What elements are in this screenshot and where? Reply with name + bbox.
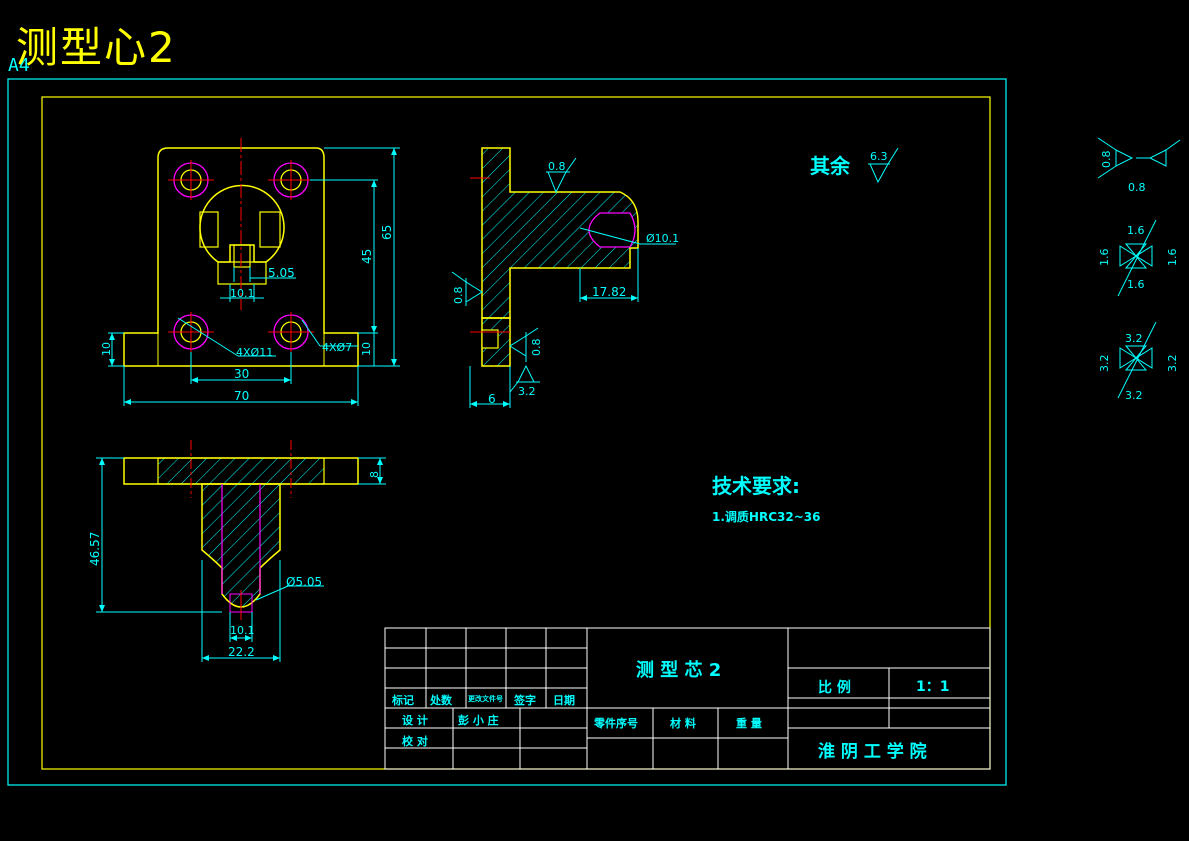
tb-material: 材 料 [670,717,696,730]
legend-c-left: 3.2 [1098,354,1111,373]
hole-callout-7: 4XØ7 [322,341,353,354]
bottom-view [96,440,386,662]
roughness-legend [1097,137,1181,399]
dim-65: 65 [380,224,394,240]
dim-slot-5-05: 5.05 [268,266,295,280]
dim-6: 6 [488,392,496,406]
remaining-value: 6.3 [870,150,888,163]
tb-count: 处数 [430,694,452,707]
dim-bottom-10-1: 10.1 [230,624,255,637]
legend-b-left: 1.6 [1098,248,1111,267]
legend-a-v1: 0.8 [1100,150,1113,169]
outer-border [7,78,1007,786]
remaining-roughness-symbol [868,147,899,184]
legend-b-top: 1.6 [1127,224,1145,237]
roughness-left: 0.8 [452,286,465,305]
tech-title: 技术要求: [712,474,800,498]
front-centerlines [168,138,314,352]
remaining-label: 其余 [810,154,850,178]
dim-8: 8 [368,471,381,478]
tb-design: 设 计 [402,714,428,727]
drawing-title: 测型心2 [16,23,177,72]
dim-hole-5-05: Ø5.05 [286,575,323,589]
tb-mark: 标记 [392,694,414,707]
dim-30: 30 [234,367,250,381]
side-view [451,147,676,408]
roughness-right: 0.8 [530,338,543,357]
title-block-part-name: 测 型 芯 2 [636,660,722,681]
legend-c-bottom: 3.2 [1125,389,1143,402]
tb-school: 淮 阴 工 学 院 [818,742,927,762]
boss-outline [199,184,285,263]
dim-70: 70 [234,389,250,403]
side-section-hatch [481,147,639,319]
title-block-grid [384,627,991,770]
legend-b-bottom: 1.6 [1127,278,1145,291]
sheet-size-label: A4 [8,55,30,76]
hole-callout-11: 4XØ11 [236,346,274,359]
bottom-centerlines [190,440,292,620]
dim-dia-10-1: Ø10.1 [646,232,680,245]
bottom-dimension-lines [96,457,386,662]
tech-item-1: 1.调质HRC32~36 [712,510,821,524]
tb-part-no: 零件序号 [594,717,638,730]
roughness-top: 0.8 [548,160,566,173]
dim-46-57: 46.57 [88,531,102,566]
legend-c-top: 3.2 [1125,332,1143,345]
legend-c-right: 3.2 [1166,354,1179,373]
dim-10-right: 10 [360,342,373,356]
tb-designer: 彭 小 庄 [458,714,499,727]
side-bore [588,212,636,248]
side-dimension-lines [451,157,676,408]
legend-a-v2: 0.8 [1128,181,1146,194]
tb-sign: 签字 [514,694,536,707]
tb-check: 校 对 [402,735,428,748]
tb-file-no: 更改文件号 [468,695,503,703]
tb-scale-label: 比 例 [818,680,851,696]
legend-b-right: 1.6 [1166,248,1179,267]
front-view-outline [123,147,359,367]
front-view [108,138,400,406]
dim-10-left: 10 [100,342,113,356]
dim-22-2: 22.2 [228,645,255,659]
bottom-stem [201,483,281,608]
tb-date: 日期 [553,694,575,707]
dim-45: 45 [360,248,374,264]
tb-weight: 重 量 [736,717,762,730]
roughness-bottom: 3.2 [518,385,536,398]
front-dimension-lines [108,147,400,406]
tb-scale-value: 1：1 [916,679,950,695]
dim-slot-10-1: 10.1 [230,287,255,300]
dim-17-82: 17.82 [592,285,627,299]
